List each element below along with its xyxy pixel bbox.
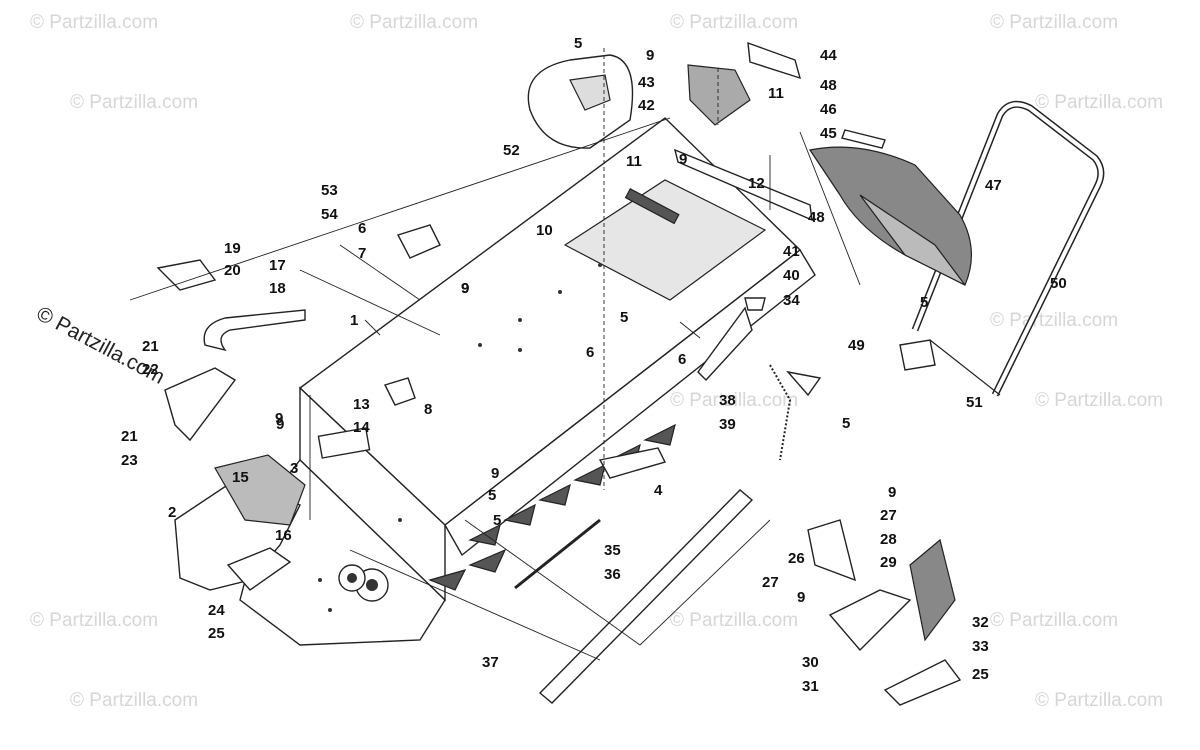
callout-22: 22	[142, 361, 159, 378]
callout-13: 13	[353, 396, 370, 413]
watermark: © Partzilla.com	[30, 12, 158, 33]
watermark: © Partzilla.com	[1035, 390, 1163, 411]
callouts: 1 2 3 4 5 6 7 8 9 10 11 12 13 14 15 16 1…	[121, 35, 1067, 695]
callout-54: 54	[321, 206, 338, 223]
rear-rack	[911, 100, 1105, 397]
callout-20: 20	[224, 262, 241, 279]
callout-9: 9	[275, 410, 283, 427]
callout-27: 27	[880, 507, 897, 524]
callout-53: 53	[321, 182, 338, 199]
callout-24: 24	[208, 602, 225, 619]
callout-6: 6	[358, 220, 366, 237]
callout-9: 9	[461, 280, 469, 297]
callout-12: 12	[748, 175, 765, 192]
callout-6: 6	[678, 351, 686, 368]
callout-21: 21	[142, 338, 159, 355]
callout-7: 7	[358, 245, 366, 262]
callout-52: 52	[503, 142, 520, 159]
callout-5: 5	[493, 512, 501, 529]
watermark: © Partzilla.com	[670, 12, 798, 33]
watermark: © Partzilla.com	[350, 12, 478, 33]
callout-5: 5	[488, 487, 496, 504]
callout-5: 5	[842, 415, 850, 432]
watermark: © Partzilla.com	[70, 690, 198, 711]
callout-33: 33	[972, 638, 989, 655]
callout-23: 23	[121, 452, 138, 469]
watermark: © Partzilla.com	[670, 610, 798, 631]
callout-16: 16	[275, 527, 292, 544]
watermark: © Partzilla.com	[990, 310, 1118, 331]
callout-25: 25	[972, 666, 989, 683]
callout-18: 18	[269, 280, 286, 297]
watermark: © Partzilla.com	[30, 610, 158, 631]
callout-5: 5	[620, 309, 628, 326]
callout-31: 31	[802, 678, 819, 695]
callout-2: 2	[168, 504, 176, 521]
callout-6: 6	[586, 344, 594, 361]
callout-14: 14	[353, 419, 370, 436]
callout-37: 37	[482, 654, 499, 671]
watermark: © Partzilla.com	[990, 610, 1118, 631]
callout-47: 47	[985, 177, 1002, 194]
callout-35: 35	[604, 542, 621, 559]
callout-21: 21	[121, 428, 138, 445]
callout-9: 9	[461, 280, 469, 297]
small-parts	[156, 41, 962, 706]
callout-39: 39	[719, 416, 736, 433]
leader-lines	[129, 48, 861, 661]
callout-4: 4	[654, 482, 663, 499]
callout-40: 40	[783, 267, 800, 284]
callout-43: 43	[638, 74, 655, 91]
watermark: © Partzilla.com	[1035, 690, 1163, 711]
callout-5: 5	[574, 35, 582, 52]
callout-11: 11	[626, 153, 642, 170]
callout-9: 9	[797, 589, 805, 606]
callout-29: 29	[880, 554, 897, 571]
callout-28: 28	[880, 531, 897, 548]
callout-50: 50	[1050, 275, 1067, 292]
callout-1: 1	[350, 312, 358, 329]
callout-8: 8	[424, 401, 432, 418]
callout-26: 26	[788, 550, 805, 567]
callout-17: 17	[269, 257, 286, 274]
callout-5: 5	[920, 294, 928, 311]
rear-bag	[809, 146, 973, 286]
callout-48: 48	[808, 209, 825, 226]
callout-25: 25	[208, 625, 225, 642]
watermark: © Partzilla.com	[670, 390, 798, 411]
callout-9: 9	[888, 484, 896, 501]
callout-11: 11	[768, 85, 784, 102]
callout-10: 10	[536, 222, 553, 239]
callout-44: 44	[820, 47, 837, 64]
seat-part	[527, 54, 634, 149]
watermarks: © Partzilla.com © Partzilla.com © Partzi…	[30, 12, 1163, 711]
callout-9: 9	[646, 47, 654, 64]
callout-38: 38	[719, 392, 736, 409]
callout-46: 46	[820, 101, 837, 118]
callout-27: 27	[762, 574, 779, 591]
watermark: © Partzilla.com	[1035, 92, 1163, 113]
callout-30: 30	[802, 654, 819, 671]
callout-9: 9	[679, 151, 687, 168]
callout-45: 45	[820, 125, 837, 142]
callout-32: 32	[972, 614, 989, 631]
watermark: © Partzilla.com	[990, 12, 1118, 33]
callout-48: 48	[820, 77, 837, 94]
callout-9: 9	[276, 416, 284, 433]
callout-51: 51	[966, 394, 983, 411]
callout-34: 34	[783, 292, 800, 309]
callout-15: 15	[232, 469, 249, 486]
callout-36: 36	[604, 566, 621, 583]
callout-42: 42	[638, 97, 655, 114]
callout-3: 3	[290, 460, 298, 477]
rivets	[318, 263, 602, 612]
callout-9: 9	[491, 465, 499, 482]
callout-41: 41	[783, 243, 800, 260]
watermark: © Partzilla.com	[70, 92, 198, 113]
callout-49: 49	[848, 337, 865, 354]
callout-19: 19	[224, 240, 241, 257]
